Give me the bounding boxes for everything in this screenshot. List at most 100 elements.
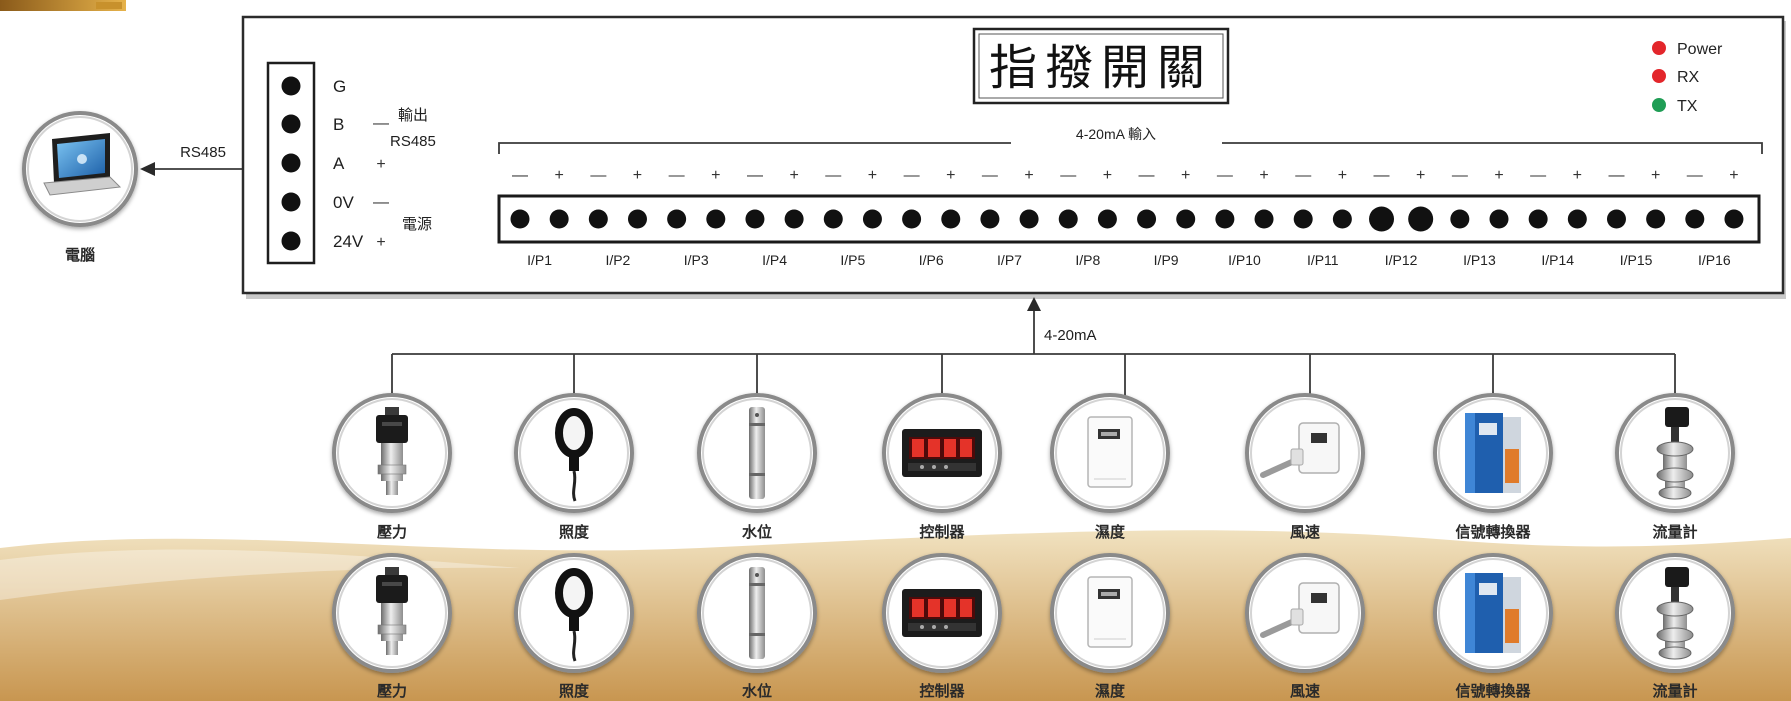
sensor-grid: 壓力照度水位控制器濕度風速信號轉換器流量計壓力照度水位控制器濕度風速信號轉換器流… bbox=[332, 393, 1735, 700]
sensor-wind-speed-sensor bbox=[1245, 393, 1365, 513]
sensor-frame-inner bbox=[887, 398, 997, 508]
sensor-label: 控制器 bbox=[919, 523, 965, 541]
status-leds: Power RX TX bbox=[1652, 41, 1723, 115]
sensor-label: 風速 bbox=[1290, 523, 1320, 541]
sensor-signal-converter bbox=[1433, 393, 1553, 513]
sensor-water-level-probe bbox=[697, 553, 817, 673]
sensor-frame-inner bbox=[1438, 398, 1548, 508]
device-title: 指撥開關 bbox=[989, 40, 1213, 96]
input-terminal-screw bbox=[1332, 209, 1352, 229]
input-terminal-screw bbox=[980, 209, 1000, 229]
terminal-screw-b bbox=[281, 114, 301, 134]
pin-label-a: A bbox=[333, 154, 345, 173]
sensor-frame-inner bbox=[702, 398, 812, 508]
power-led-label: Power bbox=[1677, 41, 1723, 58]
sensor-flow-meter bbox=[1615, 553, 1735, 673]
sensor-frame-inner bbox=[702, 558, 812, 668]
sensor-link-label: 4-20mA bbox=[1044, 327, 1097, 344]
input-polarity-row: —+—+—+—+—+—+—+—+—+—+—+—+—+—+—+—+ bbox=[512, 167, 1739, 184]
signal-converter-icon bbox=[1465, 413, 1521, 493]
sensor-label: 濕度 bbox=[1095, 682, 1126, 700]
pin-sign-a: + bbox=[376, 156, 385, 173]
sensor-frame-inner bbox=[1250, 398, 1360, 508]
computer: 電腦 bbox=[22, 111, 138, 264]
input-channel-label: I/P1 bbox=[527, 252, 552, 268]
water-level-probe-icon bbox=[749, 567, 765, 659]
tx-led-icon bbox=[1652, 98, 1666, 112]
input-terminal-screw bbox=[1646, 209, 1666, 229]
input-plus-sign: + bbox=[711, 167, 720, 184]
input-bracket-label: 4-20mA 輸入 bbox=[1076, 126, 1156, 142]
input-plus-sign: + bbox=[633, 167, 642, 184]
input-terminal-screw bbox=[823, 209, 843, 229]
input-terminal-screw bbox=[588, 209, 608, 229]
input-minus-sign: — bbox=[1608, 167, 1624, 184]
input-minus-sign: — bbox=[1295, 167, 1311, 184]
sensor-panel-controller bbox=[882, 553, 1002, 673]
input-plus-sign: + bbox=[946, 167, 955, 184]
sensor-label: 濕度 bbox=[1095, 523, 1126, 541]
sensor-water-level-probe bbox=[697, 393, 817, 513]
input-channel-label: I/P11 bbox=[1307, 252, 1339, 268]
input-terminal-screw bbox=[745, 209, 765, 229]
input-terminal-screw bbox=[1254, 209, 1274, 229]
sensor-pressure-transmitter bbox=[332, 553, 452, 673]
sensor-label: 水位 bbox=[742, 523, 772, 541]
signal-converter-icon bbox=[1465, 573, 1521, 653]
input-plus-sign: + bbox=[789, 167, 798, 184]
input-channel-label: I/P2 bbox=[605, 252, 630, 268]
pin-label-24v: 24V bbox=[333, 232, 364, 251]
input-minus-sign: — bbox=[590, 167, 606, 184]
computer-frame-inner bbox=[27, 116, 133, 222]
sensor-label: 流量計 bbox=[1652, 682, 1697, 700]
pin-sign-b: — bbox=[373, 115, 389, 132]
sensor-light-sensor bbox=[514, 553, 634, 673]
input-channel-label: I/P16 bbox=[1698, 252, 1731, 268]
terminal-screw-a bbox=[281, 153, 301, 173]
rs485-link-label: RS485 bbox=[180, 144, 226, 161]
sensor-wind-speed-sensor bbox=[1245, 553, 1365, 673]
input-minus-sign: — bbox=[1139, 167, 1155, 184]
input-bracket bbox=[498, 142, 1763, 154]
input-terminal-screw bbox=[1450, 209, 1470, 229]
power-label: 電源 bbox=[402, 216, 432, 233]
input-plus-sign: + bbox=[1338, 167, 1347, 184]
input-plus-sign: + bbox=[1416, 167, 1425, 184]
input-minus-sign: — bbox=[1217, 167, 1233, 184]
sensor-humidity-sensor bbox=[1050, 393, 1170, 513]
panel-controller-icon bbox=[902, 589, 982, 637]
sensor-frame-inner bbox=[1055, 558, 1165, 668]
input-channel-label: I/P7 bbox=[997, 252, 1022, 268]
sensor-label: 照度 bbox=[559, 682, 590, 700]
input-minus-sign: — bbox=[512, 167, 528, 184]
sensor-pressure-transmitter bbox=[332, 393, 452, 513]
sensor-label: 信號轉換器 bbox=[1455, 682, 1531, 700]
laptop-icon bbox=[43, 132, 121, 196]
left-arrow-icon bbox=[140, 162, 155, 176]
input-minus-sign: — bbox=[1530, 167, 1546, 184]
sensor-frame-inner bbox=[1620, 558, 1730, 668]
input-channel-label: I/P15 bbox=[1620, 252, 1653, 268]
sensor-frame-inner bbox=[519, 558, 629, 668]
humidity-sensor-icon bbox=[1087, 576, 1133, 648]
pin-label-b: B bbox=[333, 115, 344, 134]
rx-led-label: RX bbox=[1677, 69, 1700, 86]
sensor-humidity-sensor bbox=[1050, 553, 1170, 673]
input-channel-label: I/P3 bbox=[684, 252, 709, 268]
sensor-frame-inner bbox=[1438, 558, 1548, 668]
sensor-frame-inner bbox=[1055, 398, 1165, 508]
input-terminal-screw bbox=[1567, 209, 1587, 229]
input-terminal-screw bbox=[784, 209, 804, 229]
corner-logo bbox=[0, 0, 126, 11]
power-rs485-terminal: G B A 0V 24V — + — + 輸出 RS485 電源 bbox=[266, 61, 436, 265]
input-minus-sign: — bbox=[982, 167, 998, 184]
sensor-light-sensor bbox=[514, 393, 634, 513]
panel-controller-icon bbox=[902, 429, 982, 477]
input-channel-label: I/P10 bbox=[1228, 252, 1261, 268]
sensor-label: 風速 bbox=[1290, 682, 1320, 700]
input-terminal-screw bbox=[1685, 209, 1705, 229]
input-plus-sign: + bbox=[1181, 167, 1190, 184]
input-terminal-screw bbox=[1369, 206, 1395, 232]
